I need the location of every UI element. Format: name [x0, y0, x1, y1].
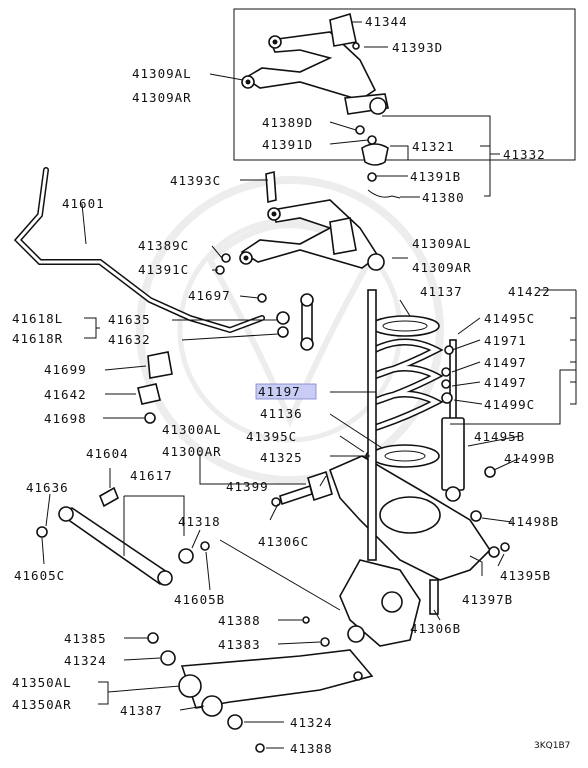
callout: 41601	[62, 196, 105, 211]
callout: 41350AR	[12, 697, 72, 712]
callout: 41393C	[170, 173, 221, 188]
callout: 41698	[44, 411, 87, 426]
callout-highlighted: 41197	[258, 384, 301, 399]
callout: 41618R	[12, 331, 63, 346]
callout: 41618L	[12, 311, 63, 326]
callout: 41309AL	[412, 236, 472, 251]
leader-lines	[41, 21, 577, 749]
shock-absorber	[441, 339, 496, 502]
callout: 41137	[420, 284, 463, 299]
callout: 41604	[86, 446, 129, 461]
callout: 41497	[484, 375, 527, 390]
callout: 41399	[226, 479, 269, 494]
callout: 41697	[188, 288, 231, 303]
callout: 41309AR	[132, 90, 192, 105]
callout: 41389D	[262, 115, 313, 130]
callout: 41388	[218, 613, 261, 628]
callout: 41300AL	[162, 422, 222, 437]
callout: 41391C	[138, 262, 189, 277]
callout: 41495B	[474, 429, 525, 444]
callout: 41332	[503, 147, 546, 162]
callout: 41391D	[262, 137, 313, 152]
lateral-rod	[36, 486, 210, 586]
callout: 41397B	[462, 592, 513, 607]
stabilizer-bar	[13, 167, 314, 424]
callout: 41324	[290, 715, 333, 730]
callout: 41699	[44, 362, 87, 377]
callout: 41383	[218, 637, 261, 652]
callout: 41389C	[138, 238, 189, 253]
callout: 41388	[290, 741, 333, 756]
callout: 41344	[365, 14, 408, 29]
callout: 41318	[178, 514, 221, 529]
callout: 41605B	[174, 592, 225, 607]
callout: 41635	[108, 312, 151, 327]
callout: 41306B	[410, 621, 461, 636]
callout: 41642	[44, 387, 87, 402]
callout: 41395B	[500, 568, 551, 583]
callout: 41306C	[258, 534, 309, 549]
callout: 41495C	[484, 311, 535, 326]
callout: 41321	[412, 139, 455, 154]
callout: 41309AL	[132, 66, 192, 81]
callout: 41395C	[246, 429, 297, 444]
highlight-box	[255, 383, 317, 400]
callout: 41309AR	[412, 260, 472, 275]
callout: 41300AR	[162, 444, 222, 459]
callout: 41324	[64, 653, 107, 668]
callout-labels: 41344 41393D 41309AL 41309AR 41389D 4139…	[12, 14, 559, 756]
callout: 41632	[108, 332, 151, 347]
callout: 41499C	[484, 397, 535, 412]
callout: 41385	[64, 631, 107, 646]
callout: 41136	[260, 406, 303, 421]
callout: 41391B	[410, 169, 461, 184]
upper-arm-main	[215, 170, 385, 275]
callout: 41387	[120, 703, 163, 718]
steering-knuckle	[339, 289, 421, 647]
callout: 41350AL	[12, 675, 72, 690]
callout: 41497	[484, 355, 527, 370]
callout: 41380	[422, 190, 465, 205]
coil-spring	[370, 315, 444, 468]
callout: 41971	[484, 333, 527, 348]
callout: 41499B	[504, 451, 555, 466]
callout: 41393D	[392, 40, 443, 55]
callout: 41422	[508, 284, 551, 299]
upper-arm-inset	[241, 12, 401, 199]
callout: 41617	[130, 468, 173, 483]
callout: 41325	[260, 450, 303, 465]
callout: 41605C	[14, 568, 65, 583]
catalog-code: 3KQ1B7	[534, 741, 570, 751]
callout: 41636	[26, 480, 69, 495]
callout: 41498B	[508, 514, 559, 529]
